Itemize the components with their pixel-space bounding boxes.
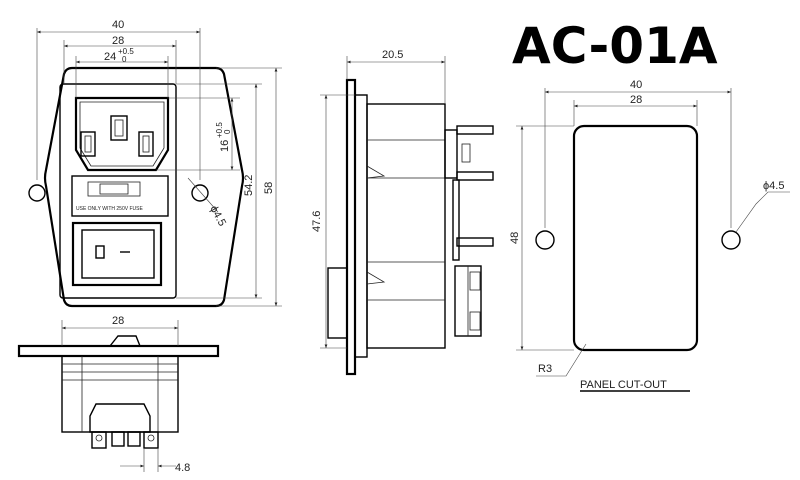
bottom-view: 28 4.8 [17,315,220,474]
dim-front-16-tol-upper: +0.5 [215,122,224,138]
side-body [366,103,446,349]
socket-pin-earth [110,115,128,141]
terminal-1 [91,431,107,449]
model-title: AC-01A [512,17,718,75]
front-view: USE ONLY WITH 250V FUSE 40 28 24 +0.5 0 … [28,19,282,308]
dim-front-54-2: 54.2 [243,175,255,196]
terminal-2 [111,431,125,447]
terminal-3 [127,431,141,447]
front-mount-hole-right [191,184,209,202]
dim-front-24: 24 [104,51,116,63]
dim-bottom-4-8: 4.8 [175,462,190,474]
dim-cutout-40: 40 [630,79,642,91]
snap-latch-top [366,165,386,179]
socket-pin-right [138,131,154,157]
dim-cutout-hole: ϕ4.5 [763,180,784,192]
bottom-body [61,355,179,433]
dim-side-20-5: 20.5 [382,49,403,61]
bottom-flange [17,344,220,358]
dim-front-24-tol-upper: +0.5 [118,47,134,56]
dim-front-16: 16 [219,140,231,152]
dim-front-16-tol-lower: 0 [223,129,232,134]
dim-side-47-6: 47.6 [311,211,323,232]
iec-socket [74,96,170,172]
switch-off-mark [95,245,105,259]
dim-front-24-tol-lower: 0 [122,55,127,64]
snap-latch-bottom [366,271,386,285]
dim-front-40: 40 [112,19,124,31]
fuse-holder [87,181,141,197]
switch-profile [109,335,141,347]
dim-front-28: 28 [112,35,124,47]
dim-front-hole: ϕ4.5 [207,204,228,229]
rocker-switch [71,221,163,287]
dim-cutout-28: 28 [630,94,642,106]
cutout-hole-right [721,230,741,250]
side-switch [327,267,348,339]
socket-pin-left [80,131,96,157]
side-bezel [354,94,368,358]
bottom-connector [89,403,151,433]
front-mount-hole-left [28,184,46,202]
front-flange-outline [43,66,245,308]
terminal-4 [143,431,159,449]
dim-cutout-r3: R3 [538,363,552,375]
panel-cutout-label: PANEL CUT-OUT [580,379,667,391]
side-flange [345,78,357,376]
dim-front-58: 58 [263,182,275,194]
cutout-rect [572,124,699,352]
cutout-hole-left [535,230,555,250]
side-view: 20.5 47.6 [311,49,494,376]
front-body [59,83,177,299]
dim-cutout-48: 48 [509,232,521,244]
panel-cutout-view: 40 28 48 ϕ4.5 R3 PANEL CUT-OUT [509,79,790,392]
dim-bottom-28: 28 [112,315,124,327]
fuse-label: USE ONLY WITH 250V FUSE [76,206,143,212]
fuse-drawer [71,175,169,217]
